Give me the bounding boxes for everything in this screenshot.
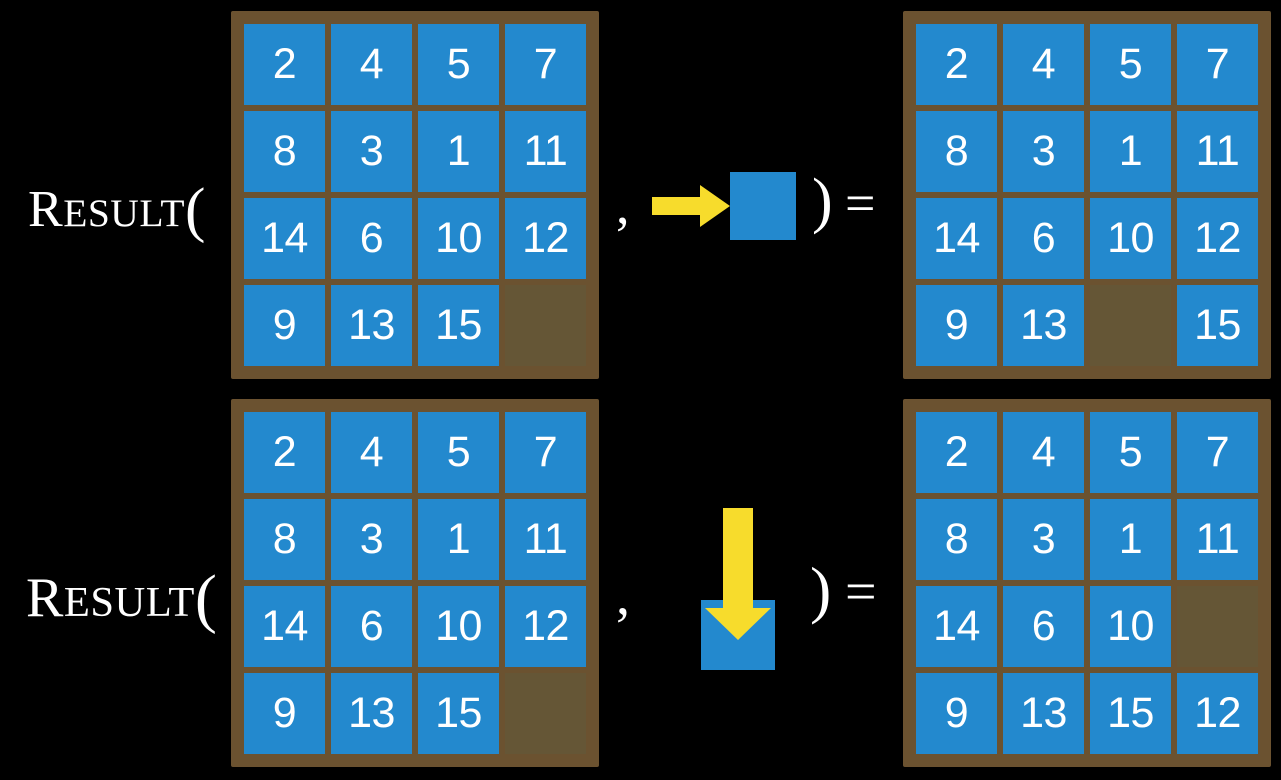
tile[interactable]: 9 (916, 285, 997, 366)
blank-cell (1177, 586, 1258, 667)
arrow-right-icon (652, 185, 730, 227)
equals-sign-row-1: = (845, 173, 876, 233)
tile[interactable]: 12 (505, 586, 586, 667)
tile[interactable]: 7 (505, 412, 586, 493)
equation-row-1: RESULT( 2 4 5 7 8 3 1 11 14 6 10 12 9 13… (28, 11, 1271, 379)
tile[interactable]: 13 (1003, 673, 1084, 754)
tile[interactable]: 8 (244, 111, 325, 192)
tile[interactable]: 12 (505, 198, 586, 279)
tile[interactable]: 12 (1177, 673, 1258, 754)
output-board-row-2: 2 4 5 7 8 3 1 11 14 6 10 9 13 15 12 (903, 399, 1271, 767)
tile[interactable]: 7 (505, 24, 586, 105)
puzzle-grid: 2 4 5 7 8 3 1 11 14 6 10 9 13 15 12 (916, 412, 1258, 754)
tile[interactable]: 12 (1177, 198, 1258, 279)
tile[interactable]: 4 (331, 24, 412, 105)
argument-separator-comma: , (616, 175, 630, 235)
tile[interactable]: 3 (1003, 111, 1084, 192)
tile[interactable]: 11 (1177, 499, 1258, 580)
tile[interactable]: 10 (418, 586, 499, 667)
tile[interactable]: 6 (331, 586, 412, 667)
input-board-row-2: 2 4 5 7 8 3 1 11 14 6 10 12 9 13 15 (231, 399, 599, 767)
tile[interactable]: 7 (1177, 24, 1258, 105)
slide-down-action (690, 508, 800, 688)
tile[interactable]: 4 (1003, 24, 1084, 105)
blank-cell (1090, 285, 1171, 366)
arrow-down-icon (705, 508, 771, 640)
tile[interactable]: 5 (418, 412, 499, 493)
result-label-open-paren: ( (194, 561, 218, 635)
tile[interactable]: 6 (1003, 198, 1084, 279)
tile[interactable]: 14 (244, 198, 325, 279)
tile[interactable]: 9 (244, 673, 325, 754)
tile[interactable]: 3 (1003, 499, 1084, 580)
tile[interactable]: 11 (1177, 111, 1258, 192)
tile[interactable]: 1 (1090, 499, 1171, 580)
tile[interactable]: 1 (1090, 111, 1171, 192)
tile[interactable]: 5 (418, 24, 499, 105)
tile[interactable]: 2 (916, 24, 997, 105)
result-label-open-paren: ( (185, 175, 206, 244)
tile[interactable]: 10 (418, 198, 499, 279)
tile[interactable]: 9 (244, 285, 325, 366)
tile[interactable]: 2 (244, 24, 325, 105)
tile[interactable]: 13 (1003, 285, 1084, 366)
tile[interactable]: 15 (418, 285, 499, 366)
tile[interactable]: 8 (916, 499, 997, 580)
tile[interactable]: 3 (331, 499, 412, 580)
input-board-row-1: 2 4 5 7 8 3 1 11 14 6 10 12 9 13 15 (231, 11, 599, 379)
tile[interactable]: 4 (331, 412, 412, 493)
tile[interactable]: 8 (244, 499, 325, 580)
tile[interactable]: 11 (505, 499, 586, 580)
tile[interactable]: 13 (331, 285, 412, 366)
puzzle-grid: 2 4 5 7 8 3 1 11 14 6 10 12 9 13 15 (244, 24, 586, 366)
result-label-initial: R (26, 567, 64, 629)
tile[interactable]: 14 (916, 198, 997, 279)
result-function-label-row-1: RESULT( (28, 176, 206, 240)
tile[interactable]: 14 (916, 586, 997, 667)
tile[interactable]: 2 (244, 412, 325, 493)
tile[interactable]: 2 (916, 412, 997, 493)
result-label-initial: R (28, 181, 64, 238)
tile[interactable]: 15 (1177, 285, 1258, 366)
tile[interactable]: 15 (1090, 673, 1171, 754)
result-label-smallcaps: ESULT (63, 579, 195, 626)
tile[interactable]: 8 (916, 111, 997, 192)
tile[interactable]: 10 (1090, 198, 1171, 279)
tile[interactable]: 6 (331, 198, 412, 279)
blank-cell (505, 673, 586, 754)
tile[interactable]: 11 (505, 111, 586, 192)
tile[interactable]: 4 (1003, 412, 1084, 493)
close-paren-row-1: ) (812, 167, 833, 235)
blank-tile-square (730, 172, 796, 240)
tile[interactable]: 7 (1177, 412, 1258, 493)
puzzle-grid: 2 4 5 7 8 3 1 11 14 6 10 12 9 13 15 (244, 412, 586, 754)
tile[interactable]: 1 (418, 111, 499, 192)
close-paren-row-2: ) (810, 554, 832, 625)
puzzle-grid: 2 4 5 7 8 3 1 11 14 6 10 12 9 13 15 (916, 24, 1258, 366)
blank-cell (505, 285, 586, 366)
argument-separator-comma: , (616, 565, 630, 627)
equals-sign-row-2: = (845, 561, 877, 623)
tile[interactable]: 1 (418, 499, 499, 580)
tile[interactable]: 6 (1003, 586, 1084, 667)
tile[interactable]: 10 (1090, 586, 1171, 667)
result-function-label-row-2: RESULT( (26, 562, 217, 631)
tile[interactable]: 14 (244, 586, 325, 667)
tile[interactable]: 9 (916, 673, 997, 754)
tile[interactable]: 15 (418, 673, 499, 754)
tile[interactable]: 5 (1090, 412, 1171, 493)
slide-right-action (652, 172, 802, 252)
result-label-smallcaps: ESULT (63, 191, 185, 235)
equation-row-2: RESULT( 2 4 5 7 8 3 1 11 14 6 10 12 9 13… (0, 390, 1281, 780)
tile[interactable]: 5 (1090, 24, 1171, 105)
output-board-row-1: 2 4 5 7 8 3 1 11 14 6 10 12 9 13 15 (903, 11, 1271, 379)
tile[interactable]: 13 (331, 673, 412, 754)
tile[interactable]: 3 (331, 111, 412, 192)
